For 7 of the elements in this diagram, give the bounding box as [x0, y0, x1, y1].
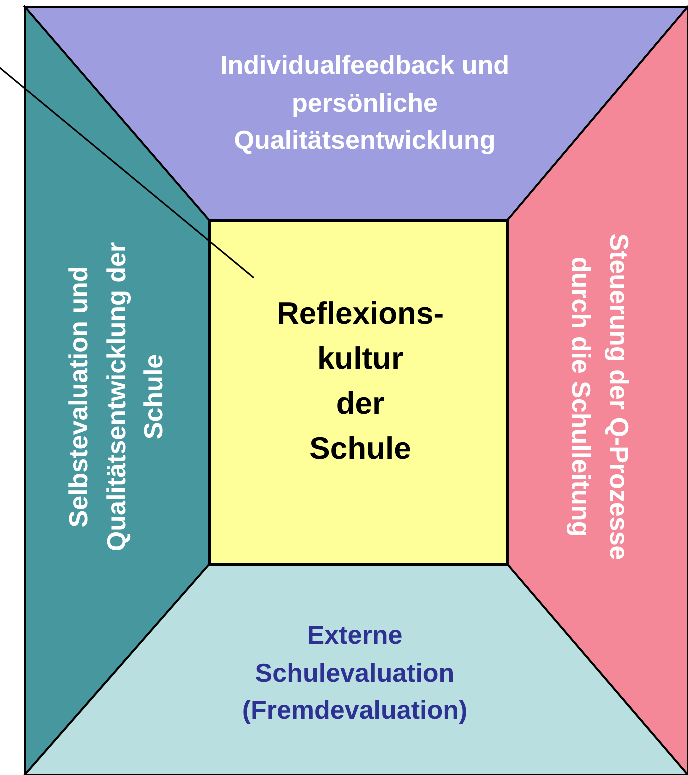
center-box — [209, 220, 508, 565]
panel-text: Externe Schulevaluation (Fremdevaluation) — [241, 619, 469, 728]
panel-text: Reflexions- kultur der Schule — [276, 295, 446, 468]
panel-text: Individualfeedback und persönliche Qualitätsentwicklung — [220, 49, 510, 158]
leader-line — [0, 67, 254, 279]
panel-text: Selbstevaluation und Qualitätsentwicklung der Schule — [62, 241, 170, 554]
panel-text: Steuerung der Q-Prozesse durch die Schulleitung — [566, 232, 636, 562]
